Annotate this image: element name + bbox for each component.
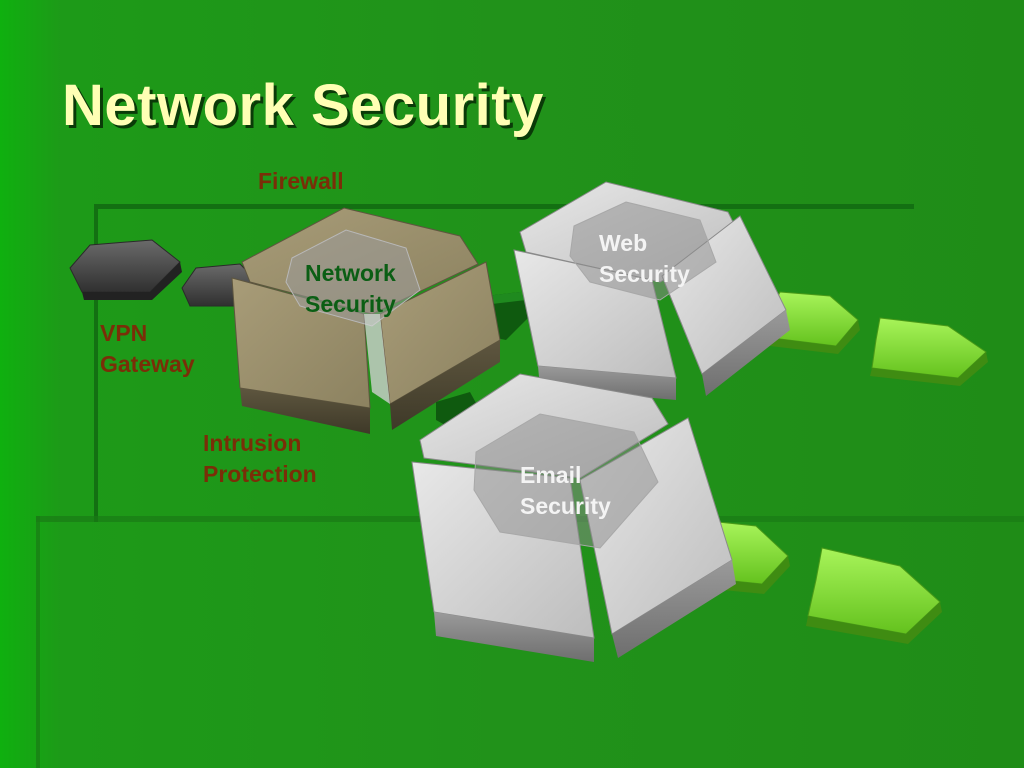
output-arrow-web-1 (765, 291, 860, 354)
output-arrow-email-2 (806, 547, 942, 644)
firewall-label: Firewall (258, 168, 344, 194)
input-arrow-1 (69, 239, 182, 300)
vpn-gateway-label: VPN Gateway (100, 320, 195, 377)
slide-title: Network Security (62, 73, 544, 138)
intrusion-protection-label: Intrusion Protection (203, 430, 317, 487)
web-security-label: Web Security (599, 230, 690, 287)
email-security-label: Email Security (520, 462, 611, 519)
network-security-node (231, 207, 501, 434)
email-security-node (411, 373, 736, 662)
web-security-node (513, 181, 790, 400)
network-security-label: Network Security (305, 260, 396, 317)
output-arrow-web-2 (870, 317, 988, 386)
